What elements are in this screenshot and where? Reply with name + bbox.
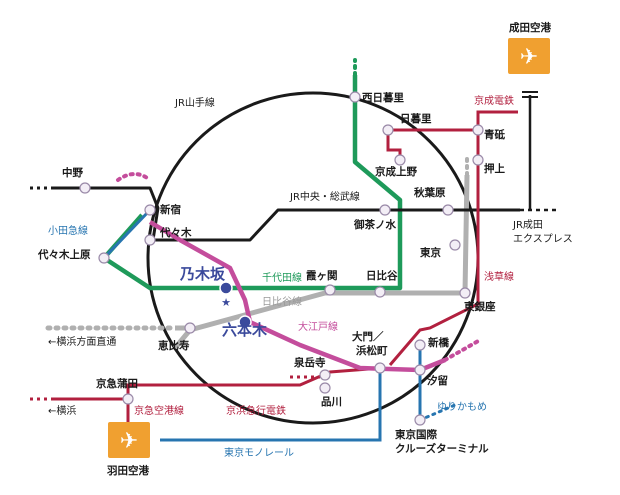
oedo-dotted-east xyxy=(443,338,482,362)
label-ebisu: 恵比寿 xyxy=(158,339,190,352)
yurikamome-dotted xyxy=(418,403,457,422)
label-nishi-nippori: 西日暮里 xyxy=(362,91,404,104)
label-akihabara: 秋葉原 xyxy=(414,186,446,199)
label-shiodome: 汐留 xyxy=(427,374,448,387)
star-icon: ★ xyxy=(221,297,231,309)
haneda-airport-badge: ✈ xyxy=(108,422,150,458)
label-haneda: 羽田空港 xyxy=(107,464,149,477)
station-marker-shiodome[interactable] xyxy=(414,364,426,376)
label-sengakuji: 泉岳寺 xyxy=(293,356,326,369)
label-asakusa: 浅草線 xyxy=(484,270,514,283)
station-marker-shimbashi[interactable] xyxy=(414,339,426,351)
label-yokohama-direct: ←横浜方面直通 xyxy=(48,335,116,348)
asakusa-line xyxy=(388,130,480,366)
label-yurikamome: ゆりかもめ xyxy=(437,401,487,413)
station-marker-sengakuji[interactable] xyxy=(319,369,331,381)
label-narita: 成田空港 xyxy=(509,21,551,34)
chiyoda-line xyxy=(101,75,403,291)
airplane-icon: ✈ xyxy=(120,428,138,453)
label-odakyu: 小田急線 xyxy=(48,224,88,237)
label-shinagawa: 品川 xyxy=(321,396,342,408)
station-marker-keisei-ueno[interactable] xyxy=(394,154,406,166)
label-nogizaka: 乃木坂 xyxy=(179,265,226,283)
station-marker-daimon[interactable] xyxy=(374,362,386,374)
label-yokohama: ←横浜 xyxy=(48,404,76,417)
label-oshiage: 押上 xyxy=(484,162,505,175)
label-ochanomizu: 御茶ノ水 xyxy=(353,218,396,231)
narita-airport-badge: ✈ xyxy=(508,38,550,74)
label-narita-express-1: JR成田 xyxy=(512,219,543,231)
odakyu-line xyxy=(102,208,152,260)
label-nippori: 日暮里 xyxy=(400,112,432,125)
station-marker-ochanomizu[interactable] xyxy=(379,204,391,216)
station-marker-keikyu-kamata[interactable] xyxy=(122,393,134,405)
label-keisei: 京成電鉄 xyxy=(474,94,514,107)
label-shimbashi: 新橋 xyxy=(428,336,449,349)
station-marker-roppongi[interactable] xyxy=(238,315,252,329)
label-keikyu-kamata: 京急蒲田 xyxy=(96,377,138,390)
station-marker-nippori[interactable] xyxy=(382,124,394,136)
label-tokyo: 東京 xyxy=(420,246,441,259)
station-marker-akihabara[interactable] xyxy=(442,204,454,216)
label-hibiya-line: 日比谷線 xyxy=(262,295,302,308)
station-marker-shinagawa[interactable] xyxy=(319,382,331,394)
station-marker-yoyogi[interactable] xyxy=(144,234,156,246)
narita-badge-bg xyxy=(508,38,550,74)
label-yoyogi: 代々木 xyxy=(159,226,192,239)
station-marker-nishi-nippori[interactable] xyxy=(349,91,361,103)
station-marker-aoto[interactable] xyxy=(472,124,484,136)
station-marker-oshiage[interactable] xyxy=(472,154,484,166)
station-marker-nakano[interactable] xyxy=(79,182,91,194)
hibiya-line xyxy=(173,174,470,350)
label-chuo-sobu: JR中央・総武線 xyxy=(289,190,360,203)
station-marker-nogizaka[interactable] xyxy=(219,281,233,295)
airplane-icon: ✈ xyxy=(520,44,538,69)
station-marker-higashi-ginza[interactable] xyxy=(459,287,471,299)
station-marker-cruise-terminal[interactable] xyxy=(414,414,426,426)
label-yoyogi-uehara: 代々木上原 xyxy=(37,248,91,261)
label-chiyoda: 千代田線 xyxy=(262,271,302,284)
label-roppongi: 六本木 xyxy=(222,321,268,339)
oedo-dotted-north xyxy=(116,172,152,182)
label-oedo: 大江戸線 xyxy=(298,320,338,333)
label-cruise-terminal-1: 東京国際 xyxy=(395,428,437,441)
label-cruise-terminal-2: クルーズターミナル xyxy=(395,442,489,455)
station-marker-tokyo[interactable] xyxy=(449,239,461,251)
monorail-line xyxy=(160,368,382,442)
label-kasumigaseki: 霞ヶ関 xyxy=(306,270,338,282)
haneda-badge-bg xyxy=(108,422,150,458)
station-marker-ebisu[interactable] xyxy=(184,322,196,334)
station-marker-yoyogi-uehara[interactable] xyxy=(98,252,110,264)
station-marker-kasumigaseki[interactable] xyxy=(324,284,336,296)
label-keikyu-airport: 京急空港線 xyxy=(134,404,184,417)
label-aoto: 青砥 xyxy=(484,128,505,141)
keikyu-line xyxy=(126,366,383,410)
label-daimon: 大門／ xyxy=(352,330,384,343)
label-monorail: 東京モノレール xyxy=(224,446,294,459)
label-hibiya: 日比谷 xyxy=(366,269,398,282)
station-marker-hibiya[interactable] xyxy=(374,286,386,298)
station-markers: ★ xyxy=(79,91,484,426)
label-keisei-ueno: 京成上野 xyxy=(375,165,417,178)
chuo-sobu-line xyxy=(52,186,520,242)
label-shinjuku: 新宿 xyxy=(160,203,181,216)
label-hamamatsucho: 浜松町 xyxy=(356,344,388,357)
label-higashi-ginza: 東銀座 xyxy=(464,300,496,313)
label-narita-express-2: エクスプレス xyxy=(513,233,573,245)
label-keikyu-main: 京浜急行電鉄 xyxy=(226,404,286,417)
label-nakano: 中野 xyxy=(62,166,83,179)
station-marker-shinjuku[interactable] xyxy=(144,204,156,216)
label-yamanote: JR山手線 xyxy=(174,96,215,109)
